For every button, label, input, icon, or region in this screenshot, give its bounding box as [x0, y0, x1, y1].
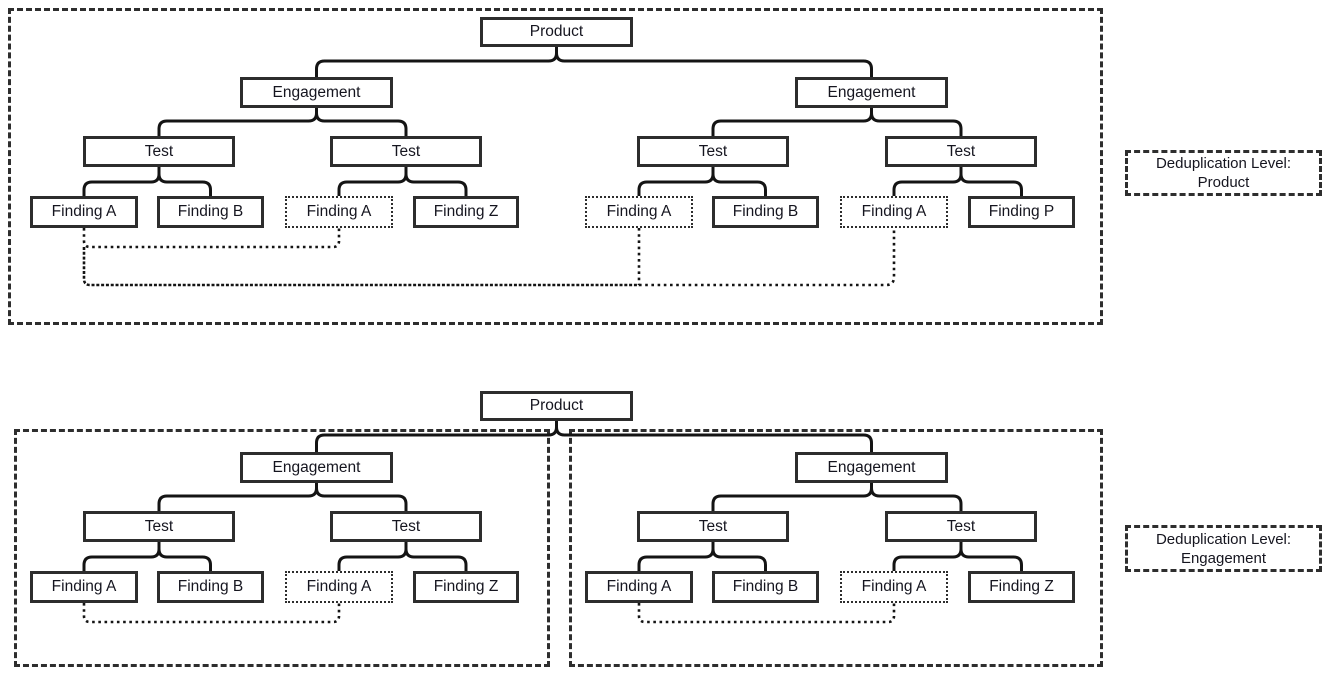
duplicate-finding-node: Finding A — [285, 571, 393, 603]
finding-node: Finding A — [30, 571, 138, 603]
test-node: Test — [885, 511, 1037, 542]
bottom-tree-connectors — [82, 420, 1023, 571]
dedup-level-label-line2: Engagement — [1180, 549, 1267, 567]
top-duplicate-links — [82, 228, 896, 287]
dedup-level-label-engagement: Deduplication Level: Engagement — [1125, 525, 1322, 572]
duplicate-finding-node: Finding A — [585, 196, 693, 228]
finding-node: Finding Z — [413, 196, 519, 228]
engagement-scope-frame-left — [14, 429, 550, 667]
dedup-level-label-line1: Deduplication Level: — [1155, 155, 1292, 172]
top-tree-connectors — [82, 46, 1023, 196]
engagement-node: Engagement — [240, 77, 393, 108]
duplicate-finding-node: Finding A — [840, 196, 948, 228]
finding-node: Finding Z — [968, 571, 1075, 603]
dedup-level-label-product: Deduplication Level: Product — [1125, 150, 1322, 196]
duplicate-finding-node: Finding A — [285, 196, 393, 228]
test-node: Test — [637, 136, 789, 167]
finding-node: Finding B — [712, 571, 819, 603]
test-node: Test — [330, 511, 482, 542]
product-scope-frame — [8, 8, 1103, 325]
finding-node: Finding Z — [413, 571, 519, 603]
test-node: Test — [637, 511, 789, 542]
finding-node: Finding B — [157, 196, 264, 228]
finding-node: Finding A — [585, 571, 693, 603]
finding-node: Finding P — [968, 196, 1075, 228]
engagement-scope-frame-right — [569, 429, 1103, 667]
test-node: Test — [330, 136, 482, 167]
duplicate-finding-node: Finding A — [840, 571, 948, 603]
product-node: Product — [480, 17, 633, 47]
product-node: Product — [480, 391, 633, 421]
finding-node: Finding B — [157, 571, 264, 603]
engagement-node: Engagement — [795, 77, 948, 108]
finding-node: Finding A — [30, 196, 138, 228]
engagement-node: Engagement — [795, 452, 948, 483]
bottom-duplicate-links — [82, 603, 896, 624]
dedup-level-label-line1: Deduplication Level: — [1155, 530, 1292, 548]
engagement-node: Engagement — [240, 452, 393, 483]
dedup-level-label-line2: Product — [1197, 174, 1250, 191]
test-node: Test — [885, 136, 1037, 167]
test-node: Test — [83, 136, 235, 167]
finding-node: Finding B — [712, 196, 819, 228]
test-node: Test — [83, 511, 235, 542]
